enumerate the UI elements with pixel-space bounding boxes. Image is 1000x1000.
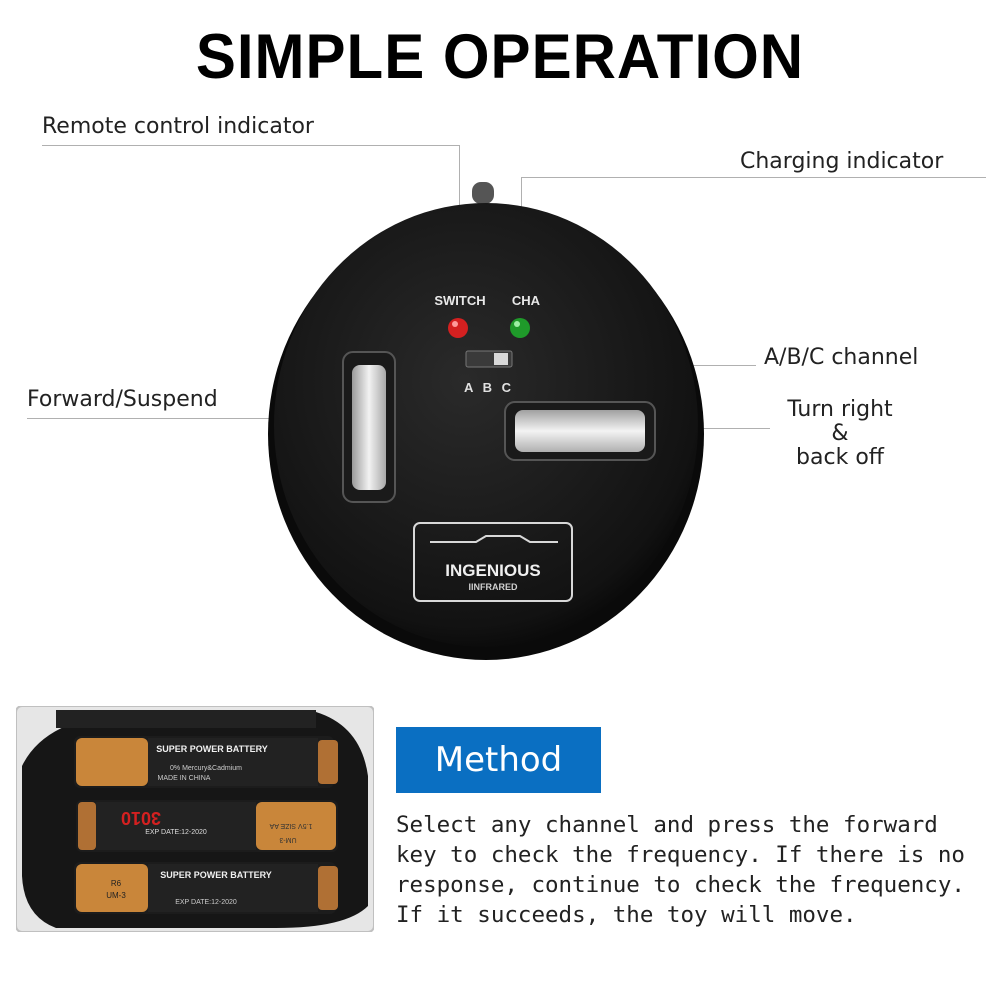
battery-top-label: SUPER POWER BATTERY bbox=[156, 744, 268, 754]
battery-bottom-r6: R6 bbox=[111, 879, 122, 888]
battery-middle: 3010 EXP DATE:12-2020 1.5V SIZE AA UM-3 bbox=[76, 800, 338, 852]
channel-switch-knob[interactable] bbox=[494, 353, 508, 365]
turn-right-label: Turn right & back off bbox=[770, 398, 910, 470]
forward-leader bbox=[27, 418, 377, 419]
channel-label: A/B/C channel bbox=[764, 345, 919, 370]
battery-mid-um: UM-3 bbox=[279, 836, 296, 843]
battery-mid-brand: 3010 bbox=[121, 808, 161, 828]
charging-leader-h bbox=[521, 177, 986, 178]
battery-bottom-exp: EXP DATE:12-2020 bbox=[175, 899, 237, 906]
turn-right-line-1: Turn right bbox=[787, 397, 893, 422]
remote-control: SWITCH CHA A B C INGENIOUS IINFRARED bbox=[268, 182, 704, 660]
battery-bottom-um: UM-3 bbox=[106, 891, 126, 900]
brand-name: INGENIOUS bbox=[445, 561, 540, 580]
remote-leader-h bbox=[42, 145, 460, 146]
turn-right-line-2: & bbox=[831, 421, 849, 446]
battery-top-made: MADE IN CHINA bbox=[158, 775, 211, 782]
method-description: Select any channel and press the forward… bbox=[396, 810, 986, 930]
forward-label: Forward/Suspend bbox=[27, 387, 218, 412]
method-line-2: key to check the frequency. If there is … bbox=[396, 842, 965, 868]
battery-mid-size: 1.5V SIZE AA bbox=[269, 822, 312, 829]
battery-bottom: SUPER POWER BATTERY R6 UM-3 EXP DATE:12-… bbox=[74, 862, 338, 914]
channel-letters: A B C bbox=[464, 380, 514, 395]
page-title: SIMPLE OPERATION bbox=[195, 21, 805, 92]
turn-right-button[interactable] bbox=[515, 410, 645, 452]
turn-right-line-3: back off bbox=[796, 445, 884, 470]
method-line-4: If it succeeds, the toy will move. bbox=[396, 902, 857, 928]
battery-top-small: 0% Mercury&Cadmium bbox=[170, 765, 242, 772]
charging-indicator-label: Charging indicator bbox=[740, 149, 944, 174]
method-line-3: response, continue to check the frequenc… bbox=[396, 872, 965, 898]
battery-top: SUPER POWER BATTERY 0% Mercury&Cadmium M… bbox=[74, 736, 338, 788]
antenna bbox=[472, 182, 494, 204]
brand-subtitle: IINFRARED bbox=[469, 582, 518, 592]
method-heading-badge: Method bbox=[396, 727, 601, 793]
switch-led-label: SWITCH bbox=[434, 293, 485, 308]
brand-plate bbox=[413, 522, 573, 602]
cha-led-label: CHA bbox=[512, 293, 541, 308]
switch-led bbox=[448, 318, 468, 338]
cha-led bbox=[510, 318, 530, 338]
method-heading: Method bbox=[434, 740, 563, 780]
remote-body bbox=[274, 203, 698, 647]
battery-compartment-photo: SUPER POWER BATTERY 0% Mercury&Cadmium M… bbox=[16, 706, 374, 932]
battery-mid-exp: EXP DATE:12-2020 bbox=[145, 829, 207, 836]
remote-indicator-label: Remote control indicator bbox=[42, 114, 314, 139]
forward-button[interactable] bbox=[352, 365, 386, 490]
method-line-1: Select any channel and press the forward bbox=[396, 812, 938, 838]
battery-bottom-label: SUPER POWER BATTERY bbox=[160, 870, 272, 880]
